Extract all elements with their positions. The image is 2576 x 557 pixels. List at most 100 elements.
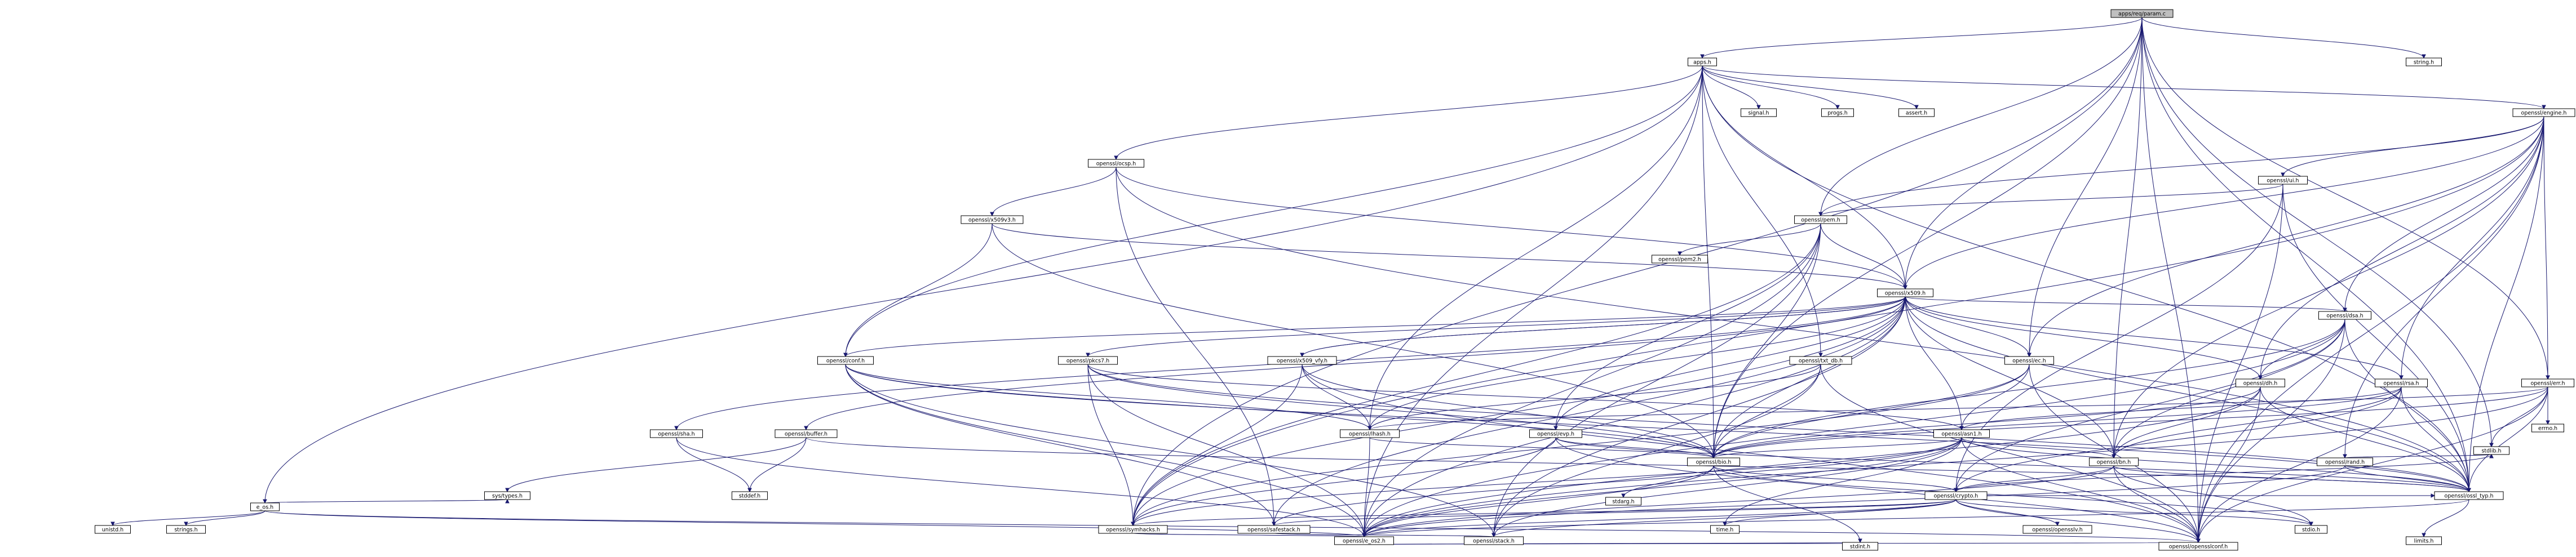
edge-rsa-h-to-crypto-h <box>1955 386 2402 492</box>
node-box <box>1267 356 1337 365</box>
node-box <box>2406 57 2442 66</box>
node-lhash-h[interactable]: openssl/lhash.h <box>1340 429 1400 438</box>
node-label: strings.h <box>174 527 197 533</box>
node-box <box>1605 497 1641 506</box>
edge-engine-h-to-x509-h <box>1905 116 2544 289</box>
node-e-os2-h[interactable]: openssl/e_os2.h <box>1334 536 1394 545</box>
node-box <box>1924 491 1988 500</box>
edge-sha-h-to-stddef-h <box>676 437 750 492</box>
node-crypto-h[interactable]: openssl/crypto.h <box>1924 491 1988 500</box>
node-x509v3-h[interactable]: openssl/x509v3.h <box>961 215 1024 224</box>
node-sys-types-h[interactable]: sys/types.h <box>484 491 530 500</box>
edge-bn-h-to-e-os2-h <box>1364 465 2114 537</box>
edge-x509-h-to-dh-h <box>1905 296 2261 380</box>
node-buffer-h[interactable]: openssl/buffer.h <box>774 429 838 438</box>
node-box <box>95 525 131 534</box>
node-label: openssl/bn.h <box>2097 460 2131 466</box>
node-progs-h[interactable]: progs.h <box>1821 108 1854 117</box>
node-stdarg-h[interactable]: stdarg.h <box>1605 497 1641 506</box>
node-rand-h[interactable]: openssl/rand.h <box>2317 457 2373 466</box>
node-stdlib-h[interactable]: stdlib.h <box>2473 446 2509 455</box>
edge-appsreqparam-to-err-h <box>2141 17 2548 380</box>
node-box <box>2531 424 2564 433</box>
node-txt-db-h[interactable]: openssl/txt_db.h <box>1789 356 1852 365</box>
node-opensslconf-h[interactable]: openssl/opensslconf.h <box>2158 542 2238 551</box>
node-errno-h[interactable]: errno.h <box>2531 424 2564 433</box>
edge-bn-h-to-crypto-h <box>1955 465 2114 492</box>
node-sha-h[interactable]: openssl/sha.h <box>650 429 703 438</box>
edge-rand-h-to-e-os2-h <box>1364 465 2345 537</box>
node-box <box>1652 255 1708 264</box>
node-label: openssl/bio.h <box>1696 460 1732 466</box>
node-limits-h[interactable]: limits.h <box>2406 536 2442 545</box>
edge-x509-vfy-h-to-x509-h <box>1302 296 1906 357</box>
edge-appsreqparam-to-ossl-typ-h <box>2141 17 2469 492</box>
node-time-h[interactable]: time.h <box>1710 525 1740 534</box>
node-pem-h[interactable]: openssl/pem.h <box>1794 215 1847 224</box>
edge-arrowhead <box>2489 453 2494 458</box>
node-label: openssl/x509v3.h <box>968 217 1016 224</box>
edge-e-os-h-to-opensslconf-h <box>264 510 2199 543</box>
node-conf-h[interactable]: openssl/conf.h <box>817 356 874 365</box>
edge-crypto-h-to-stack-h <box>1493 499 1957 537</box>
edge-bio-h-to-stdarg-h <box>1623 465 1714 498</box>
node-box <box>1842 542 1878 551</box>
node-label: openssl/opensslv.h <box>2032 527 2083 533</box>
node-string-h[interactable]: string.h <box>2406 57 2442 66</box>
node-stack-h[interactable]: openssl/stack.h <box>1464 536 1524 545</box>
edge-appsreqparam-to-apps-h <box>1702 17 2143 59</box>
edge-arrowhead <box>184 522 188 527</box>
edge-asn1-h-to-bio-h <box>1713 437 1962 458</box>
node-asn1-h[interactable]: openssl/asn1.h <box>1933 429 1990 438</box>
node-safestack-h[interactable]: openssl/safestack.h <box>1237 525 1311 534</box>
edge-ocsp-h-to-x509v3-h <box>992 167 1117 216</box>
node-ocsp-h[interactable]: openssl/ocsp.h <box>1088 159 1144 168</box>
node-evp-h[interactable]: openssl/evp.h <box>1529 429 1582 438</box>
node-rsa-h[interactable]: openssl/rsa.h <box>2375 378 2428 387</box>
node-stddef-h[interactable]: stddef.h <box>732 491 768 500</box>
edge-dsa-h-to-bn-h <box>2113 319 2345 458</box>
edge-pem-h-to-x509-h <box>1820 223 1906 289</box>
node-box <box>1058 356 1118 365</box>
edge-x509-h-to-pkcs7-h <box>1087 296 1906 357</box>
node-dh-h[interactable]: openssl/dh.h <box>2236 378 2285 387</box>
edge-conf-h-to-stack-h <box>845 364 1494 537</box>
node-stdint-h[interactable]: stdint.h <box>1842 542 1878 551</box>
edge-arrowhead <box>1678 251 1682 256</box>
edge-arrowhead <box>1818 353 1823 358</box>
node-ui-h[interactable]: openssl/ui.h <box>2258 176 2308 185</box>
node-bn-h[interactable]: openssl/bn.h <box>2089 457 2139 466</box>
node-signal-h[interactable]: signal.h <box>1741 108 1777 117</box>
node-label: limits.h <box>2414 538 2434 545</box>
node-ossl-typ-h[interactable]: openssl/ossl_typ.h <box>2434 491 2504 500</box>
edge-arrowhead <box>2196 538 2201 543</box>
edge-asn1-h-to-stack-h <box>1493 437 1962 537</box>
edge-pem-h-to-evp-h <box>1555 223 1821 430</box>
edge-arrowhead <box>1362 533 1366 538</box>
node-box <box>2406 536 2442 545</box>
node-apps-h[interactable]: apps.h <box>1688 57 1717 66</box>
node-pkcs7-h[interactable]: openssl/pkcs7.h <box>1058 356 1118 365</box>
node-dsa-h[interactable]: openssl/dsa.h <box>2318 311 2371 320</box>
node-e-os-h[interactable]: e_os.h <box>250 502 280 511</box>
node-box <box>1933 429 1990 438</box>
node-symhacks-h[interactable]: openssl/symhacks.h <box>1098 525 1168 534</box>
node-bio-h[interactable]: openssl/bio.h <box>1687 457 1740 466</box>
edge-rsa-h-to-bio-h <box>1713 386 2402 458</box>
node-x509-h[interactable]: openssl/x509.h <box>1877 288 1933 297</box>
node-x509-vfy-h[interactable]: openssl/x509_vfy.h <box>1267 356 1337 365</box>
edge-appsreqparam-to-string-h <box>2141 17 2424 59</box>
node-ec-h[interactable]: openssl/ec.h <box>2004 356 2054 365</box>
node-assert-h[interactable]: assert.h <box>1898 108 1935 117</box>
node-stdio-h[interactable]: stdio.h <box>2295 525 2327 534</box>
node-appsreqparam[interactable]: apps/req/param.c <box>2110 9 2174 18</box>
node-pem2-h[interactable]: openssl/pem2.h <box>1652 255 1708 264</box>
node-engine-h[interactable]: openssl/engine.h <box>2512 108 2575 117</box>
node-box <box>2158 542 2238 551</box>
node-unistd-h[interactable]: unistd.h <box>95 525 131 534</box>
node-err-h[interactable]: openssl/err.h <box>2521 378 2574 387</box>
node-strings-h[interactable]: strings.h <box>166 525 206 534</box>
node-opensslv-h[interactable]: openssl/opensslv.h <box>2022 525 2092 534</box>
edge-apps-h-to-txt-db-h <box>1702 65 1821 357</box>
edge-arrowhead <box>2343 454 2347 459</box>
